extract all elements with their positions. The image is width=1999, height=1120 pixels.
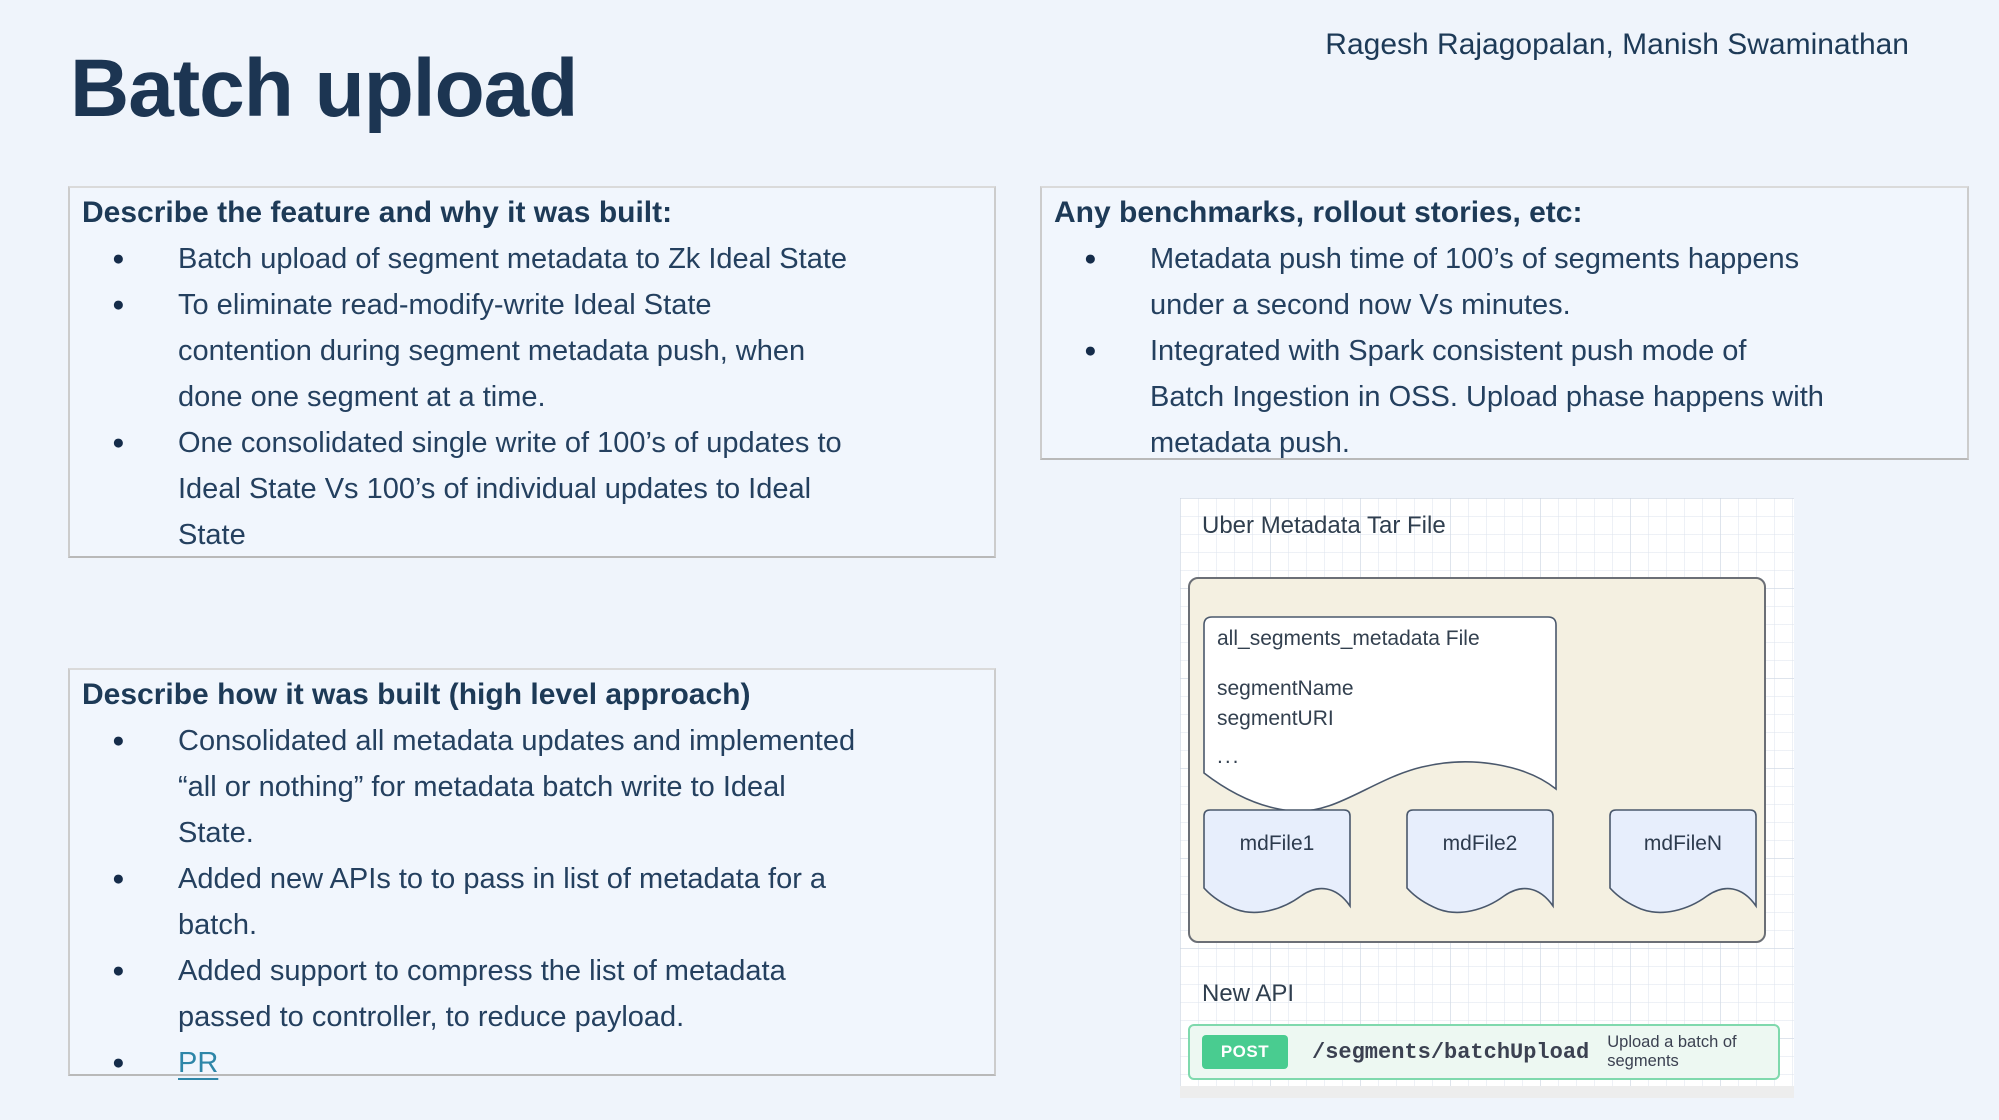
panel-how-heading: Describe how it was built (high level ap… [82,678,751,711]
mdfile-label: mdFile2 [1442,832,1518,855]
mdfile2-document: mdFile2 [1406,809,1554,922]
panel-feature: Describe the feature and why it was buil… [68,186,996,558]
api-description: Upload a batch of segments [1607,1033,1737,1070]
document-shape-icon [1406,809,1554,914]
panel-how-built: Describe how it was built (high level ap… [68,668,996,1086]
panel-feature-bullets: Batch upload of segment metadata to Zk I… [82,236,982,558]
api-path: /segments/batchUpload [1312,1039,1590,1065]
tar-file-label: Uber Metadata Tar File [1202,512,1446,539]
panel-feature-heading: Describe the feature and why it was buil… [82,196,673,229]
all-segments-metadata-document: all_segments_metadata File segmentName s… [1203,616,1557,817]
bullet-item-pr: PR [82,1040,982,1086]
document-field: segmentURI [1217,707,1334,730]
canvas-footer-strip [1180,1086,1794,1098]
page-title: Batch upload [70,43,578,134]
document-title: all_segments_metadata File [1217,627,1480,650]
bullet-item: Consolidated all metadata updates and im… [82,718,982,856]
bullet-item: Batch upload of segment metadata to Zk I… [82,236,982,282]
bullet-item: Added new APIs to to pass in list of met… [82,856,982,948]
panel-benchmarks: Any benchmarks, rollout stories, etc: Me… [1040,186,1969,460]
diagram-canvas: Uber Metadata Tar File all_segments_meta… [1180,498,1794,1098]
document-shape-icon [1609,809,1757,914]
bullet-item: Metadata push time of 100’s of segments … [1054,236,1955,328]
post-method-badge: POST [1202,1035,1288,1069]
panel-how-bullets: Consolidated all metadata updates and im… [82,718,982,1086]
api-endpoint-bar: POST /segments/batchUpload Upload a batc… [1188,1024,1780,1080]
mdfile1-document: mdFile1 [1203,809,1351,922]
bullet-item: Integrated with Spark consistent push mo… [1054,328,1955,466]
mdfilen-document: mdFileN [1609,809,1757,922]
document-field: ... [1217,745,1241,768]
new-api-label: New API [1202,980,1295,1007]
pr-link[interactable]: PR [178,1047,219,1079]
mdfile-label: mdFileN [1643,832,1723,855]
tar-box: all_segments_metadata File segmentName s… [1188,577,1766,943]
panel-benchmarks-bullets: Metadata push time of 100’s of segments … [1054,236,1955,466]
bullet-item: One consolidated single write of 100’s o… [82,420,982,558]
bullet-item: To eliminate read-modify-write Ideal Sta… [82,282,982,420]
document-shape-icon [1203,809,1351,914]
panel-benchmarks-heading: Any benchmarks, rollout stories, etc: [1054,196,1583,229]
document-text: all_segments_metadata File segmentName s… [1217,624,1480,772]
bullet-item: Added support to compress the list of me… [82,948,982,1040]
document-field: segmentName [1217,677,1354,700]
authors-line: Ragesh Rajagopalan, Manish Swaminathan [1325,28,1909,61]
mdfile-label: mdFile1 [1239,832,1315,855]
